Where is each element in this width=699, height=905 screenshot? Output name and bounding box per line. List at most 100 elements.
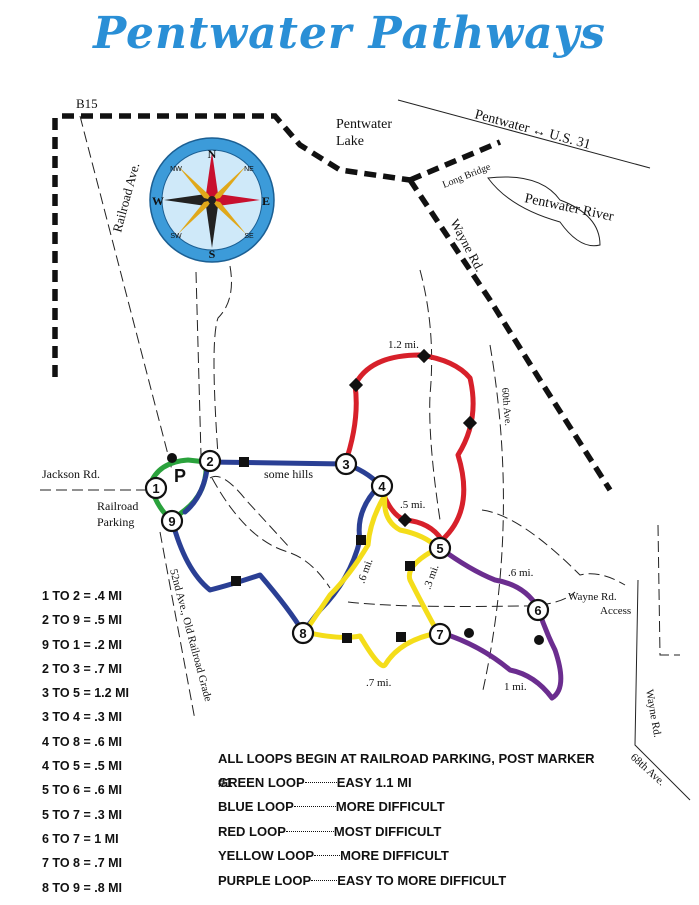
pentwater-lake-label-2: Lake bbox=[336, 134, 364, 149]
wayne-rd-access-label-2: Access bbox=[600, 605, 631, 617]
waypoint-square bbox=[356, 535, 366, 545]
railroad-ave-label: Railroad Ave. bbox=[109, 161, 142, 234]
post-marker-5: 5 bbox=[428, 536, 452, 560]
loop-difficulty: MORE DIFFICULT bbox=[335, 799, 445, 815]
post-marker-4-label: 4 bbox=[378, 479, 386, 494]
compass-se-label: SE bbox=[244, 233, 254, 240]
center-path-1 bbox=[419, 269, 441, 521]
wayne-rd-south-label: Wayne Rd. bbox=[643, 688, 663, 738]
waypoint-diamond bbox=[397, 512, 413, 528]
seg-5-6-label: .6 mi. bbox=[508, 567, 534, 579]
b15-top-road bbox=[62, 113, 411, 183]
distance-row: 2 TO 9 = .5 MI bbox=[42, 613, 123, 628]
secondary-roads bbox=[40, 115, 680, 721]
compass-path-left bbox=[195, 271, 202, 456]
compass-e-label: E bbox=[262, 194, 270, 208]
compass-rose: N S W E NW NE SW SE bbox=[149, 137, 275, 263]
post-marker-1-label: 1 bbox=[152, 481, 159, 496]
loop-dots bbox=[311, 879, 338, 881]
center-path-4 bbox=[347, 591, 576, 607]
distance-row: 5 TO 6 = .6 MI bbox=[42, 783, 123, 798]
seg-7-8-label: .7 mi. bbox=[366, 677, 392, 689]
yellow-trail-4-5 bbox=[382, 492, 441, 551]
waypoint-dot bbox=[167, 453, 177, 463]
trails bbox=[147, 352, 564, 701]
blue-trail-4-8 bbox=[300, 482, 383, 635]
pentwater-us31-road bbox=[397, 99, 651, 169]
loop-dots bbox=[285, 830, 334, 832]
wayne-rd-south-road bbox=[634, 579, 691, 801]
loop-name: GREEN LOOP bbox=[218, 775, 305, 790]
post-marker-3: 3 bbox=[334, 452, 358, 476]
railroad-parking-label-2: Parking bbox=[97, 515, 134, 529]
distance-list: 1 TO 2 = .4 MI 2 TO 9 = .5 MI 9 TO 1 = .… bbox=[42, 584, 202, 900]
loop-name: YELLOW LOOP bbox=[218, 848, 315, 864]
sixty-eighth-ave-label: 68th Ave. bbox=[628, 751, 667, 788]
waypoint-square bbox=[405, 561, 415, 571]
distance-row: 5 TO 7 = .3 MI bbox=[42, 807, 123, 822]
distance-row: 4 TO 5 = .5 MI bbox=[42, 759, 123, 774]
river-shape bbox=[487, 176, 601, 247]
waypoint-square bbox=[231, 576, 241, 586]
solid-roads bbox=[397, 99, 691, 801]
compass-w-label: W bbox=[152, 194, 164, 208]
compass-sw-label: SW bbox=[170, 233, 182, 240]
seg-5-7-label: .3 mi. bbox=[422, 563, 442, 591]
waypoint-diamond bbox=[462, 415, 478, 431]
loop-dots bbox=[293, 806, 336, 808]
east-path bbox=[481, 509, 626, 586]
post-marker-2: 2 bbox=[198, 449, 222, 473]
loop-legend: ALL LOOPS BEGIN AT RAILROAD PARKING, POS… bbox=[218, 747, 598, 893]
post-marker-4: 4 bbox=[370, 474, 394, 498]
loop-name: BLUE LOOP bbox=[218, 799, 294, 815]
post-marker-7: 7 bbox=[428, 622, 452, 646]
jackson-rd-label: Jackson Rd. bbox=[42, 467, 100, 481]
waypoint-dot bbox=[464, 628, 474, 638]
pentwater-lake-road bbox=[408, 139, 502, 183]
loop-dots bbox=[304, 782, 337, 783]
yellow-trail-7-8 bbox=[302, 629, 441, 669]
purple-trail-5-6 bbox=[437, 545, 541, 611]
post-marker-3-label: 3 bbox=[342, 457, 349, 472]
waypoint-diamond bbox=[348, 377, 364, 393]
post-marker-1: 1 bbox=[144, 476, 168, 500]
loop-row-blue: BLUE LOOP MORE DIFFICULT bbox=[218, 795, 598, 819]
railroad-ave-line bbox=[79, 115, 173, 471]
wayne-rd-access-label-1: Wayne Rd. bbox=[568, 591, 617, 603]
post-marker-6: 6 bbox=[526, 598, 550, 622]
yellow-trail-4-8 bbox=[302, 492, 388, 635]
pentwater-river-label: Pentwater River bbox=[523, 191, 615, 225]
distance-row: 4 TO 8 = .6 MI bbox=[42, 734, 123, 749]
sixtieth-ave-label: 60th Ave. bbox=[499, 387, 513, 426]
post-marker-9: 9 bbox=[160, 509, 184, 533]
center-path-3 bbox=[209, 475, 291, 549]
some-hills-label: some hills bbox=[264, 467, 313, 481]
sixtyeighth-ave-line bbox=[657, 524, 680, 656]
waypoint-dot bbox=[534, 635, 544, 645]
waypoint-square bbox=[396, 632, 406, 642]
waypoint-diamond bbox=[416, 348, 432, 364]
post-marker-7-label: 7 bbox=[436, 627, 443, 642]
compass-n-label: N bbox=[208, 147, 217, 161]
compass-path-right bbox=[213, 265, 232, 456]
loop-row-yellow: YELLOW LOOP MORE DIFFICULT bbox=[218, 844, 598, 868]
seg-6-7-label: 1 mi. bbox=[504, 681, 527, 693]
seg-4-5-label: .5 mi. bbox=[400, 499, 426, 511]
loop-name: RED LOOP bbox=[218, 823, 286, 839]
post-marker-8: 8 bbox=[291, 621, 315, 645]
blue-trail-9-8 bbox=[169, 517, 306, 635]
post-marker-5-label: 5 bbox=[436, 541, 443, 556]
yellow-trail-5-7 bbox=[406, 545, 441, 636]
distance-row: 3 TO 4 = .3 MI bbox=[42, 710, 123, 725]
loop-difficulty: MORE DIFFICULT bbox=[340, 848, 449, 864]
purple-trail-6-7 bbox=[439, 605, 564, 701]
distance-row: 2 TO 3 = .7 MI bbox=[42, 661, 123, 676]
wayne-rd-road bbox=[407, 178, 613, 492]
loops-heading: ALL LOOPS BEGIN AT RAILROAD PARKING, POS… bbox=[218, 751, 595, 790]
distance-row: 6 TO 7 = 1 MI bbox=[42, 831, 119, 846]
post-markers: 1 2 3 4 5 6 7 8 9 bbox=[144, 449, 550, 646]
